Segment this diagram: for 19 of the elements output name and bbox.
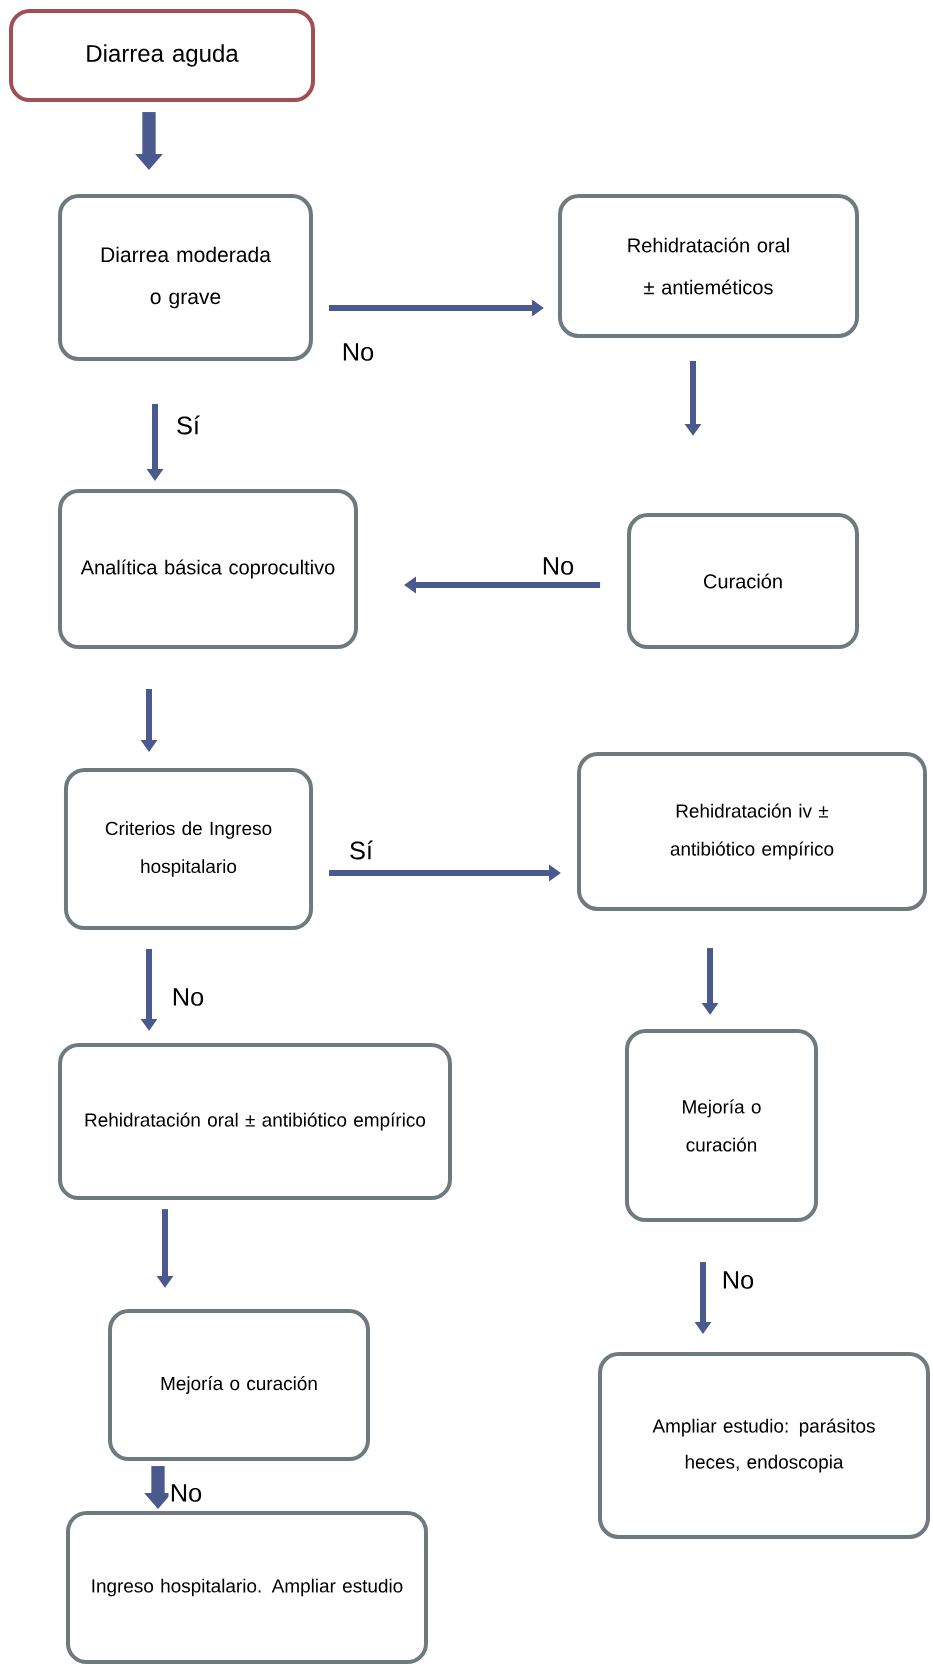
- process-box: Curación: [627, 513, 859, 649]
- edge-label: No: [168, 1482, 204, 1504]
- process-box: Diarrea moderada o grave: [58, 194, 313, 361]
- edge-label: Sí: [347, 839, 375, 861]
- process-box: Analítica básica coprocultivo: [58, 489, 358, 649]
- edge-label: Sí: [174, 414, 202, 436]
- process-box: Rehidratación iv ± antibiótico empírico: [577, 752, 927, 911]
- process-box: Mejoría o curación: [624, 1029, 819, 1223]
- process-box: Ingreso hospitalario. Ampliar estudio: [66, 1511, 428, 1665]
- process-box: Mejoría o curación: [108, 1309, 370, 1461]
- process-box: Ampliar estudio: parásitos heces, endoscopia: [598, 1352, 930, 1539]
- process-box: Rehidratación oral ± antieméticos: [557, 194, 860, 338]
- edge-label: No: [720, 1269, 756, 1291]
- edge-label: No: [170, 986, 206, 1008]
- process-box: Criterios de Ingreso hospitalario: [63, 768, 314, 930]
- process-box: Rehidratación oral ± antibiótico empírico: [58, 1043, 452, 1201]
- edge-label: No: [540, 555, 576, 577]
- process-box: Diarrea aguda: [9, 8, 315, 103]
- edge-label: No: [340, 341, 376, 363]
